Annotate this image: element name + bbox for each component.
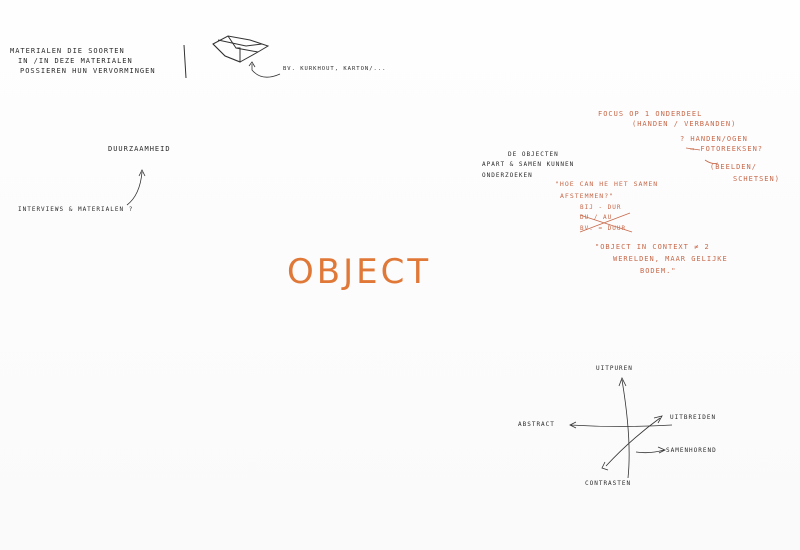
top-right-line6: SCHETSEN) bbox=[733, 175, 780, 183]
top-right-line2: (HANDEN / VERBANDEN) bbox=[632, 120, 737, 128]
top-left-note-line3: POSSIEREN HUN VERVORMINGEN bbox=[20, 67, 156, 75]
axis-diagram bbox=[569, 377, 673, 479]
top-left-note-line2: IN /IN DEZE MATERIALEN bbox=[18, 57, 133, 65]
mid-right-quote2: AFSTEMMEN?" bbox=[560, 192, 615, 200]
top-right-line4: → FOTOREEKSEN? bbox=[690, 145, 764, 153]
mid-right-quote5: BV. = DUUR bbox=[580, 225, 627, 232]
left-bottom-label: INTERVIEWS & MATERIALEN ? bbox=[18, 206, 134, 213]
quote-right-line3: BODEM." bbox=[640, 267, 677, 275]
top-left-note-line1: MATERIALEN DIE SOORTEN bbox=[10, 47, 125, 55]
axis-left-label: ABSTRACT bbox=[518, 421, 555, 428]
top-right-line1: FOCUS OP 1 ONDERDEEL bbox=[598, 110, 703, 118]
mid-right-line1: DE OBJECTEN bbox=[508, 151, 559, 158]
mid-right-quote3: BIJ - DUR bbox=[580, 204, 622, 211]
mid-right-quote1: "HOE CAN HE HET SAMEN bbox=[555, 180, 659, 188]
main-title: OBJECT bbox=[287, 252, 432, 292]
quote-right-line1: "OBJECT IN CONTEXT ≠ 2 bbox=[595, 243, 710, 251]
axis-bottom-label: CONTRASTEN bbox=[585, 480, 632, 487]
top-right-line5: (BEELDEN/ bbox=[710, 163, 757, 171]
mid-right-line2: APART & SAMEN KUNNEN bbox=[482, 161, 575, 168]
box-sketch-icon bbox=[212, 35, 270, 63]
axis-right-lower-label: SAMENHOREND bbox=[666, 447, 717, 454]
axis-right-label: UITBREIDEN bbox=[670, 414, 717, 421]
axis-top-label: UITPUREN bbox=[596, 365, 633, 372]
sketch-caption: BV. KURKHOUT, KARTON/... bbox=[283, 66, 387, 72]
mid-right-quote4: DU / AU bbox=[580, 214, 613, 221]
quote-right-line2: WERELDEN, MAAR GELIJKE bbox=[613, 255, 728, 263]
mid-right-line3: ONDERZOEKEN bbox=[482, 172, 533, 179]
left-top-label: DUURZAAMHEID bbox=[108, 145, 171, 153]
top-right-line3: ? HANDEN/OGEN bbox=[680, 135, 748, 143]
